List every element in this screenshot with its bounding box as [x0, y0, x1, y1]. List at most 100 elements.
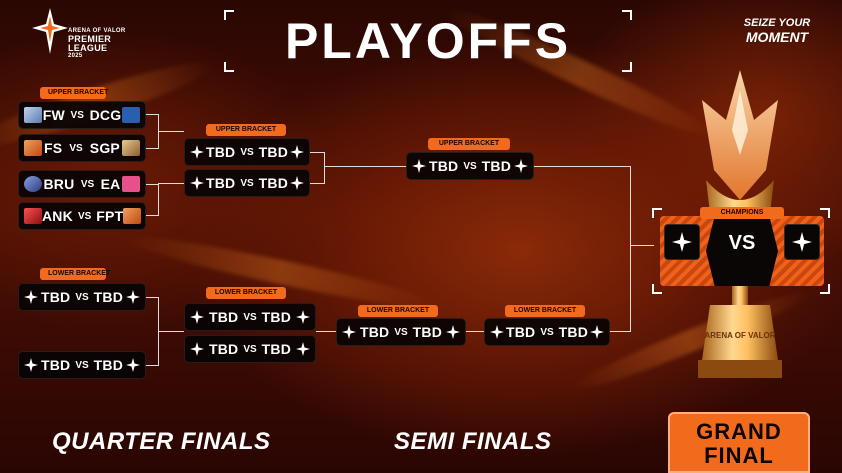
- vs-label: VS: [69, 142, 83, 154]
- match-qf-upper-1[interactable]: FW VS DCG: [18, 101, 146, 129]
- label-upper-bracket-final: UPPER BRACKET: [428, 138, 510, 150]
- team-logo-fw-icon: [24, 107, 42, 123]
- logo-line: ARENA OF VALOR: [68, 28, 126, 34]
- vs-label: VS: [75, 291, 89, 303]
- league-logo-text: ARENA OF VALOR PREMIER LEAGUE 2025: [68, 28, 126, 60]
- champions-frame: [652, 208, 830, 294]
- logo-line: LEAGUE: [68, 43, 108, 53]
- team-name: TBD: [428, 158, 459, 174]
- team-logo-fpt-icon: [123, 208, 142, 224]
- match-ub-r2-1[interactable]: TBD VS TBD: [184, 138, 310, 166]
- league-logo: ARENA OF VALOR PREMIER LEAGUE 2025: [30, 6, 140, 59]
- spark-icon: [296, 342, 310, 356]
- team-name: TBD: [205, 175, 236, 191]
- spark-icon: [342, 325, 356, 339]
- team-logo-ank-icon: [24, 208, 42, 224]
- round-label-quarter-finals: QUARTER FINALS: [52, 428, 271, 455]
- label-lower-bracket-r2: LOWER BRACKET: [206, 287, 286, 299]
- spark-icon: [190, 145, 204, 159]
- team-name: BRU: [43, 176, 75, 192]
- vs-label: VS: [540, 326, 554, 338]
- champion-slot-right: [784, 224, 820, 260]
- page-title: PLAYOFFS: [284, 13, 572, 69]
- tagline: SEIZE YOUR MOMENT: [722, 16, 832, 44]
- team-name: DCG: [89, 107, 122, 123]
- team-logo-fs-icon: [24, 140, 42, 156]
- match-lb-r3[interactable]: TBD VS TBD: [336, 318, 466, 346]
- logo-line: 2025: [68, 53, 83, 59]
- team-name: TBD: [359, 324, 390, 340]
- tagline-line: MOMENT: [745, 29, 809, 45]
- label-lower-bracket-r3: LOWER BRACKET: [358, 305, 438, 317]
- team-name: TBD: [208, 341, 239, 357]
- label-lower-bracket-qf: LOWER BRACKET: [40, 268, 110, 280]
- league-star-icon: [32, 8, 68, 54]
- team-name: TBD: [261, 341, 292, 357]
- trophy-engraving: ARENA OF VALOR: [704, 331, 775, 340]
- champion-slot-left: [664, 224, 700, 260]
- spark-icon: [296, 310, 310, 324]
- team-name: TBD: [558, 324, 589, 340]
- vs-label: VS: [463, 160, 477, 172]
- team-name: FS: [44, 140, 63, 156]
- spark-icon: [190, 176, 204, 190]
- match-qf-upper-4[interactable]: ANK VS FPT: [18, 202, 146, 230]
- grand-final-line: FINAL: [704, 443, 774, 468]
- match-ub-r2-2[interactable]: TBD VS TBD: [184, 169, 310, 197]
- team-name: TBD: [261, 309, 292, 325]
- spark-icon: [290, 145, 304, 159]
- match-lb-semi[interactable]: TBD VS TBD: [484, 318, 610, 346]
- match-qf-upper-2[interactable]: FS VS SGP: [18, 134, 146, 162]
- label-upper-bracket-qf: UPPER BRACKET: [40, 87, 108, 99]
- spark-icon: [24, 290, 38, 304]
- vs-label: VS: [243, 343, 257, 355]
- round-label-semi-finals: SEMI FINALS: [394, 428, 552, 455]
- spark-icon: [514, 159, 528, 173]
- tagline-line: SEIZE YOUR: [743, 17, 811, 29]
- grand-final-line: GRAND: [696, 419, 782, 444]
- team-logo-bru-icon: [24, 176, 42, 192]
- vs-label: VS: [240, 177, 254, 189]
- team-name: SGP: [89, 140, 120, 156]
- vs-label: VS: [70, 109, 84, 121]
- spark-icon: [412, 159, 426, 173]
- grand-final-badge: GRAND FINAL: [668, 412, 810, 473]
- spark-icon: [190, 310, 204, 324]
- spark-icon: [290, 176, 304, 190]
- team-name: TBD: [481, 158, 512, 174]
- team-name: EA: [100, 176, 121, 192]
- team-name: TBD: [258, 144, 289, 160]
- title-frame: PLAYOFFS: [224, 10, 632, 72]
- vs-label: VS: [77, 210, 92, 222]
- team-name: TBD: [93, 289, 124, 305]
- vs-label: VS: [80, 178, 95, 190]
- team-name: TBD: [412, 324, 443, 340]
- match-ub-final[interactable]: TBD VS TBD: [406, 152, 534, 180]
- team-logo-ea-icon: [121, 176, 140, 192]
- match-lb-r2-2[interactable]: TBD VS TBD: [184, 335, 316, 363]
- vs-label: VS: [240, 146, 254, 158]
- spark-icon: [446, 325, 460, 339]
- team-name: TBD: [258, 175, 289, 191]
- spark-icon: [190, 342, 204, 356]
- team-name: ANK: [42, 208, 73, 224]
- team-logo-sgp-icon: [122, 140, 140, 156]
- team-name: FW: [42, 107, 65, 123]
- team-name: TBD: [205, 144, 236, 160]
- label-champions: CHAMPIONS: [700, 207, 784, 219]
- champions-center: [706, 216, 778, 286]
- team-name: TBD: [505, 324, 536, 340]
- label-lower-bracket-semi: LOWER BRACKET: [505, 305, 585, 317]
- vs-label: VS: [243, 311, 257, 323]
- spark-icon: [792, 232, 812, 252]
- label-upper-bracket-r2: UPPER BRACKET: [206, 124, 286, 136]
- match-qf-upper-3[interactable]: BRU VS EA: [18, 170, 146, 198]
- vs-label: VS: [394, 326, 408, 338]
- vs-label: VS: [75, 359, 89, 371]
- logo-line: PREMIER: [68, 34, 112, 44]
- spark-icon: [672, 232, 692, 252]
- spark-icon: [24, 358, 38, 372]
